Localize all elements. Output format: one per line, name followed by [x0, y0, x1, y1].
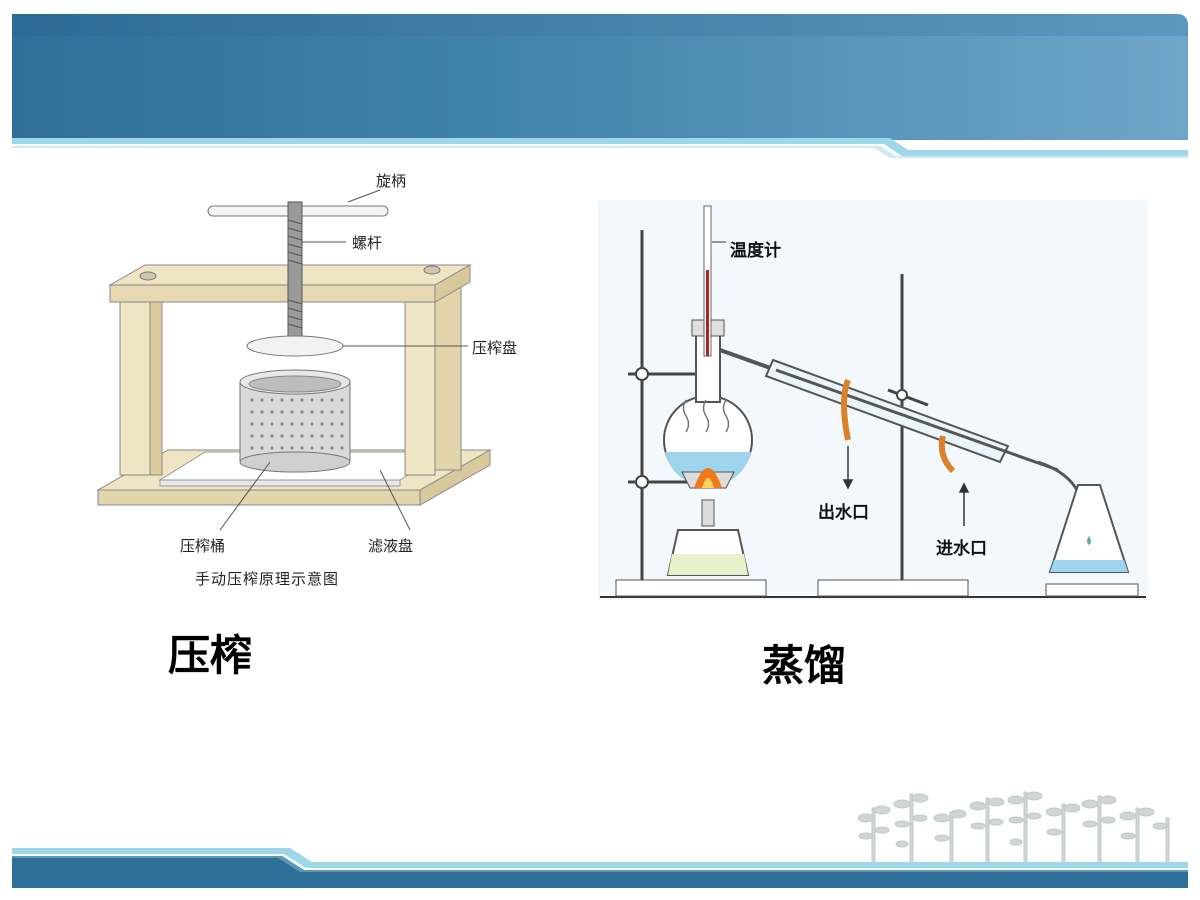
- caption-press: 压榨: [168, 631, 253, 680]
- hose-outlet: [841, 378, 851, 441]
- press-post-right: [404, 294, 436, 476]
- press-label-barrel: 压榨桶: [180, 537, 226, 555]
- condenser-jacket: [764, 358, 1010, 464]
- caption-distillation: 蒸馏: [762, 641, 847, 690]
- header-band: [12, 36, 1188, 140]
- press-label-plate: 压榨盘: [472, 339, 518, 357]
- press-label-handle: 旋柄: [376, 172, 407, 190]
- distillation-diagram: [598, 200, 1148, 600]
- stand-base-left: [615, 579, 767, 597]
- press-diagram-title: 手动压榨原理示意图: [195, 570, 340, 588]
- distill-label-thermometer: 温度计: [730, 241, 781, 261]
- distill-label-inlet: 进水口: [936, 539, 987, 559]
- plant-sprouts-icon: [858, 791, 1170, 867]
- stand-base-right: [1045, 583, 1139, 597]
- footer-stripes: [12, 848, 1188, 888]
- distill-label-outlet: 出水口: [818, 503, 869, 523]
- press-label-screw: 螺杆: [352, 234, 383, 252]
- stand-base-mid: [817, 579, 969, 597]
- hose-inlet: [938, 435, 956, 474]
- press-plate: [246, 335, 344, 357]
- press-label-tray: 滤液盘: [368, 537, 414, 555]
- press-diagram: [96, 189, 492, 531]
- header-stripes: [12, 138, 1188, 158]
- header-top-bar: [12, 14, 1188, 36]
- press-base-front: [97, 489, 421, 506]
